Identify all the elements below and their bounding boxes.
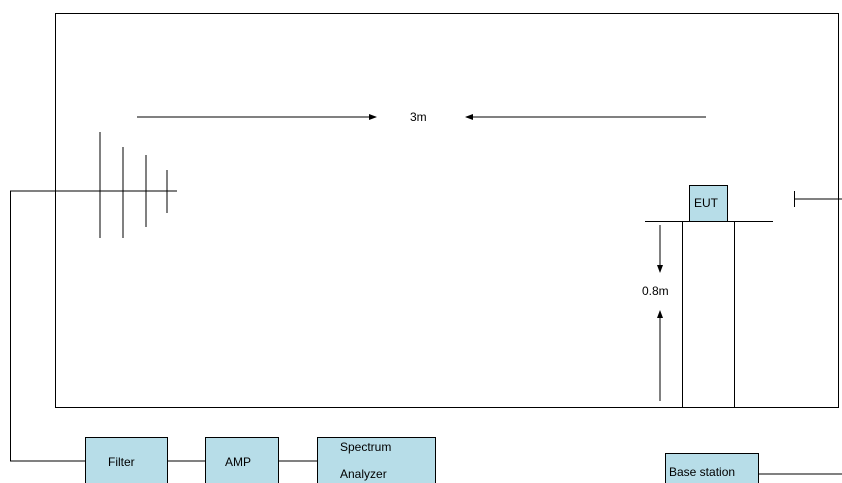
- filter-box: [85, 437, 168, 483]
- base-station-label: Base station: [669, 465, 735, 479]
- receive-antenna: [10, 132, 177, 238]
- eut-table: [645, 221, 773, 407]
- base-station-box: [665, 453, 759, 483]
- amp-label: AMP: [225, 455, 251, 469]
- spectrum-label-line1: Spectrum: [340, 440, 391, 454]
- distance-label: 3m: [410, 110, 427, 124]
- height-label: 0.8m: [642, 284, 669, 298]
- eut-label: EUT: [694, 196, 719, 210]
- base-station-antenna: [794, 191, 842, 207]
- spectrum-label-line2: Analyzer: [340, 467, 387, 481]
- filter-label: Filter: [108, 455, 135, 469]
- spectrum-analyzer-box: [317, 437, 436, 483]
- amp-box: [205, 437, 279, 483]
- test-chamber: [55, 13, 839, 408]
- antenna-cable: [10, 191, 85, 462]
- eut-box: [689, 185, 728, 222]
